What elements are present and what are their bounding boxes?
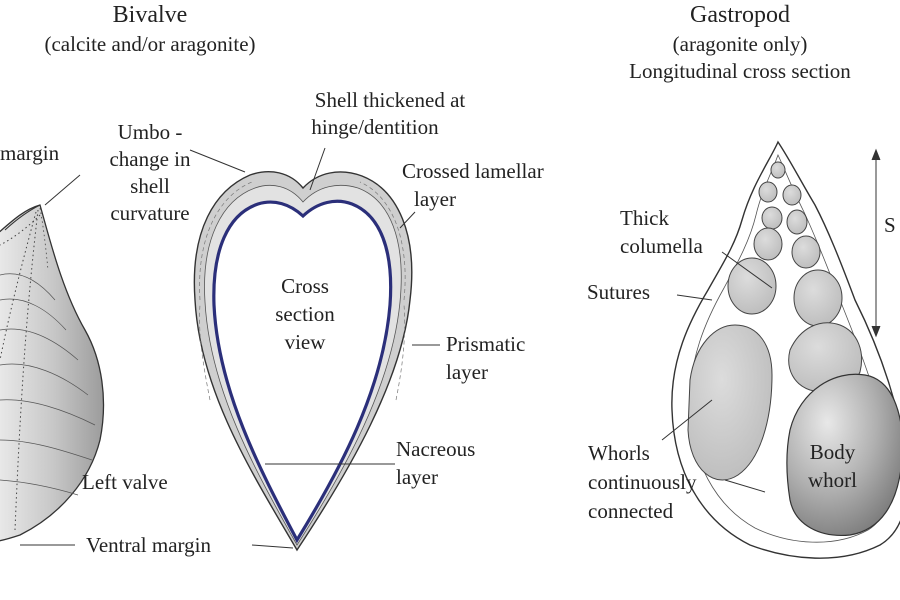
umbo-label-line2: change in: [109, 147, 191, 171]
spire-label: S: [884, 213, 896, 237]
hinge-label-line1: Shell thickened at: [314, 88, 466, 112]
columella-label-line2: columella: [620, 234, 703, 258]
ventral-margin-label: Ventral margin: [86, 533, 211, 557]
crossed-lamellar-label-line1: Crossed lamellar: [402, 159, 544, 183]
cross-section-drawing: [193, 171, 413, 552]
cross-section-label-line2: section: [275, 302, 335, 326]
nacreous-label-line2: layer: [396, 465, 438, 489]
gastropod-subtitle-line1: (aragonite only): [672, 32, 808, 56]
sutures-label: Sutures: [587, 280, 650, 304]
prismatic-label-line1: Prismatic: [446, 332, 526, 356]
prismatic-label-line2: layer: [446, 360, 488, 384]
columella-label-line1: Thick: [620, 206, 669, 230]
gastropod-subtitle-line2: Longitudinal cross section: [629, 59, 851, 83]
body-whorl-label-line2: whorl: [808, 468, 857, 492]
body-whorl-label-line1: Body: [809, 440, 856, 464]
gastropod-title: Gastropod: [690, 2, 790, 28]
margin-label: margin: [0, 141, 60, 165]
left-valve-label: Left valve: [82, 470, 168, 494]
crossed-lamellar-label-line2: layer: [414, 187, 456, 211]
umbo-label-line1: Umbo -: [117, 120, 183, 144]
bivalve-title: Bivalve: [112, 2, 188, 28]
leader-lines: [20, 147, 881, 549]
umbo-label-line4: curvature: [110, 201, 190, 225]
whorls-label-line1: Whorls: [588, 441, 650, 465]
nacreous-label-line1: Nacreous: [396, 437, 476, 461]
umbo-label-line3: shell: [130, 174, 170, 198]
hinge-label-line2: hinge/dentition: [311, 115, 439, 139]
whorls-label-line3: connected: [588, 499, 674, 523]
left-valve-drawing: [0, 204, 105, 542]
gastropod-drawing: [671, 140, 900, 559]
bivalve-subtitle: (calcite and/or aragonite): [44, 32, 256, 56]
cross-section-label-line3: view: [284, 330, 326, 354]
cross-section-label-line1: Cross: [281, 274, 329, 298]
whorls-label-line2: continuously: [588, 470, 697, 494]
